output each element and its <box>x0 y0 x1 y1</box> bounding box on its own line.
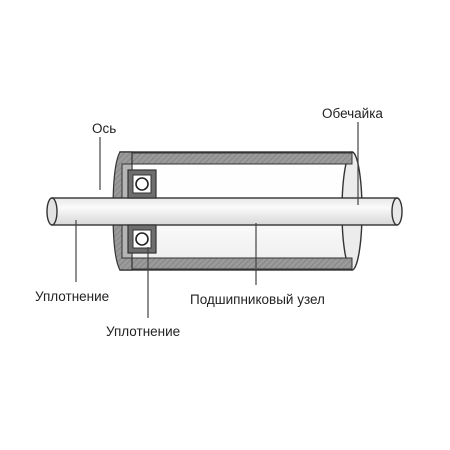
label-seal-left: Уплотнение <box>35 289 109 304</box>
label-bearing-unit: Подшипниковый узел <box>190 292 325 307</box>
label-seal-bottom: Уплотнение <box>106 324 180 339</box>
shaft-right-end <box>391 197 403 226</box>
shaft-left-end <box>46 197 58 226</box>
label-axis: Ось <box>92 121 116 136</box>
shell-wall-bottom <box>121 257 353 270</box>
label-shell: Обечайка <box>322 106 383 121</box>
bearing-ball-bottom <box>135 232 149 246</box>
bearing-bottom <box>127 224 157 254</box>
shaft <box>46 197 403 226</box>
leader-lines <box>75 122 359 318</box>
bearing-ball-top <box>135 177 149 191</box>
shell-wall-top <box>121 152 353 165</box>
bearing-top <box>127 169 157 199</box>
shaft-body <box>51 197 398 226</box>
